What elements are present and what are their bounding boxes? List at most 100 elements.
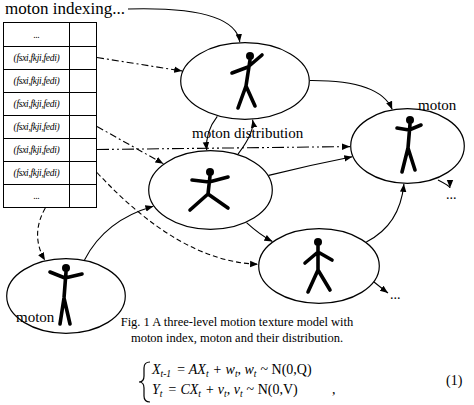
equation-subscript: t [160, 389, 163, 399]
index-link [97, 58, 182, 72]
equation-term: ~ N(0,Q) [261, 362, 312, 377]
ellipse-shape [259, 229, 380, 304]
table-heading: moton indexing... [5, 0, 125, 19]
index-entry: ... [33, 30, 39, 40]
table-cell: (fsxi,fkji,fedi) [4, 70, 70, 92]
equation-line: Yt= CXt+ vt, vt~ N(0,V) [152, 381, 298, 403]
table-cell: (fsxi,fkji,fedi) [4, 47, 70, 69]
moton-ellipse [148, 150, 273, 230]
moton-ellipse: moton [350, 108, 465, 184]
table-cell [70, 116, 96, 138]
stick-figure-head [206, 168, 214, 176]
moton-ellipse: moton [6, 258, 126, 334]
transition-arrow [128, 9, 240, 42]
index-link [97, 127, 163, 164]
ellipse-shape [181, 43, 310, 120]
index-table: moton indexing......(fsxi,fkji,fedi)(fsx… [3, 22, 97, 208]
moton-label: moton [418, 96, 456, 114]
transition-arrow [85, 206, 154, 260]
table-cell: (fsxi,fkji,fedi) [4, 162, 70, 184]
index-entry: (fsxi,fkji,fedi) [14, 99, 60, 109]
stick-figure-head [406, 116, 414, 124]
equation-term: , v [227, 382, 240, 397]
continuation-arrow [438, 180, 450, 188]
stick-figure-head [62, 264, 70, 272]
stick-figure-head [314, 238, 322, 246]
table-cell: ... [4, 23, 70, 46]
equation-brace [139, 362, 150, 402]
distribution-label: moton distribution [192, 124, 303, 142]
stick-figure [397, 124, 421, 172]
equation-term: + v [205, 382, 224, 397]
equation-subscript: t [198, 389, 201, 399]
equation-term: , w [238, 362, 254, 377]
table-cell [70, 185, 96, 207]
equation-line: Xt-1= AXt+ wt, wt~ N(0,Q) [152, 361, 312, 383]
stick-figure [190, 176, 228, 210]
equation-subscript: t [240, 389, 243, 399]
stick-figure [305, 246, 332, 292]
table-row: (fsxi,fkji,fedi) [4, 69, 96, 92]
equation-subscript: t [254, 369, 257, 379]
table-cell: (fsxi,fkji,fedi) [4, 139, 70, 161]
ellipse-outline [148, 150, 273, 230]
table-cell [70, 23, 96, 46]
table-cell [70, 70, 96, 92]
equation-subscript: t [206, 369, 209, 379]
equation-term: = AX [176, 362, 206, 377]
equation-term: Y [152, 382, 160, 397]
ellipse-shape [149, 151, 273, 230]
stick-figure [50, 272, 82, 324]
ellipse-outline [350, 108, 465, 184]
equation-subscript: t [235, 369, 238, 379]
continuation-dots: ... [446, 186, 457, 204]
table-row: ... [4, 184, 96, 207]
equation-subscript: t-1 [161, 369, 172, 379]
stick-figure [232, 55, 262, 108]
table-cell [70, 47, 96, 69]
table-row: (fsxi,fkji,fedi) [4, 46, 96, 69]
index-entry: ... [33, 191, 39, 201]
figure-caption: Fig. 1 A three-level motion texture mode… [105, 314, 369, 346]
index-entry: (fsxi,fkji,fedi) [14, 122, 60, 132]
index-link [38, 208, 46, 260]
equation-subscript: t [224, 389, 227, 399]
transition-arrow [366, 184, 404, 242]
ellipse-outline [258, 228, 380, 304]
moton-label: moton [16, 308, 54, 326]
continuation-arrow [374, 282, 388, 293]
equation-term: X [152, 362, 161, 377]
index-link [97, 147, 350, 150]
ellipse-shape [351, 109, 465, 184]
equation-comma: , [332, 381, 336, 399]
transition-arrow [310, 80, 392, 109]
table-cell: ... [4, 185, 70, 207]
equation-number: (1) [446, 372, 462, 390]
table-row: (fsxi,fkji,fedi) [4, 161, 96, 184]
transition-arrow [269, 157, 353, 176]
ellipse-outline [180, 42, 310, 120]
table-cell [70, 162, 96, 184]
table-cell [70, 139, 96, 161]
equation-term: ~ N(0,V) [247, 382, 298, 397]
equation-term: = CX [167, 382, 198, 397]
ellipse-shape [7, 259, 126, 334]
index-entry: (fsxi,fkji,fedi) [14, 76, 60, 86]
equation-term: + w [213, 362, 235, 377]
table-row: ... [4, 23, 96, 46]
table-cell: (fsxi,fkji,fedi) [4, 116, 70, 138]
stick-figure-head [246, 52, 254, 60]
index-entry: (fsxi,fkji,fedi) [14, 53, 60, 63]
table-cell: (fsxi,fkji,fedi) [4, 93, 70, 115]
table-row: (fsxi,fkji,fedi) [4, 138, 96, 161]
continuation-dots: ... [390, 286, 401, 304]
moton-ellipse [180, 42, 310, 120]
table-row: (fsxi,fkji,fedi) [4, 115, 96, 138]
table-cell [70, 93, 96, 115]
transition-arrow [247, 223, 273, 242]
table-row: (fsxi,fkji,fedi) [4, 92, 96, 115]
index-entry: (fsxi,fkji,fedi) [14, 168, 60, 178]
index-entry: (fsxi,fkji,fedi) [14, 145, 60, 155]
moton-ellipse [258, 228, 380, 304]
